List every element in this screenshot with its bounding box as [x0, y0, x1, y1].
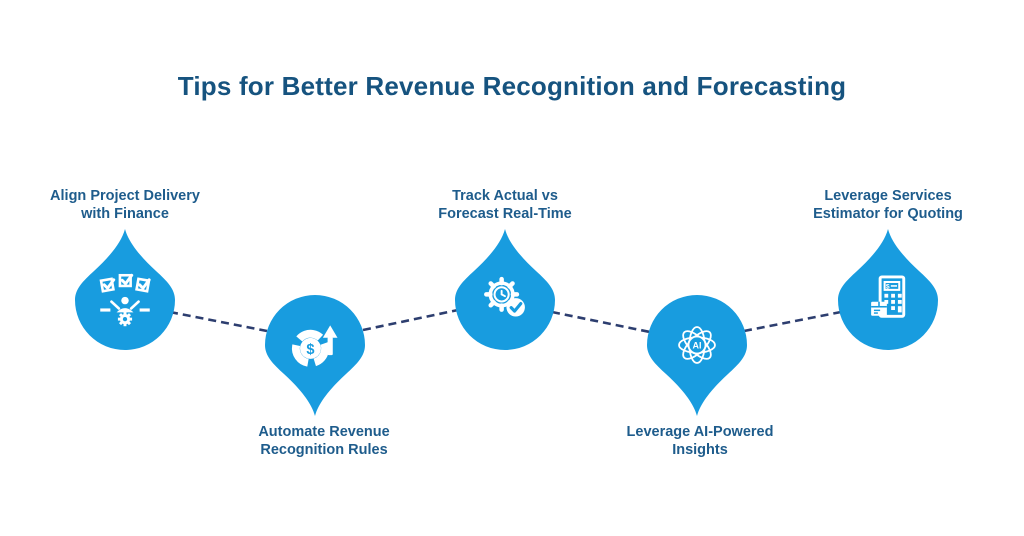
- dollar-sign-glyph: $: [306, 342, 314, 358]
- gear-clock-check-icon: [484, 276, 525, 317]
- step-label-align-project-delivery: Align Project Delivery with Finance: [50, 188, 200, 222]
- step-label-automate-revenue: Automate Revenue Recognition Rules: [258, 424, 390, 458]
- drop-marker-shape: [75, 229, 175, 350]
- connector-line-3: [551, 310, 651, 334]
- ai-label-glyph: AI: [693, 340, 702, 350]
- team-checklist-gear-icon: [99, 273, 151, 327]
- drop-marker-shape: [455, 229, 555, 350]
- page-title: Tips for Better Revenue Recognition and …: [177, 71, 847, 101]
- step-label-leverage-services: Leverage Services Estimator for Quoting: [813, 188, 963, 222]
- connector-line-2: [362, 308, 459, 332]
- calculator-display-dollar-glyph: $: [886, 284, 890, 291]
- step-label-track-actual: Track Actual vs Forecast Real-Time: [438, 188, 572, 222]
- revenue-cycle-arrow-icon: $: [291, 325, 338, 367]
- connector-line-4: [743, 310, 842, 333]
- step-label-leverage-ai: Leverage AI-Powered Insights: [626, 424, 774, 458]
- calculator-package-icon: $: [871, 275, 906, 318]
- ai-atom-icon: AI: [678, 326, 716, 364]
- connector-line-1: [169, 310, 268, 333]
